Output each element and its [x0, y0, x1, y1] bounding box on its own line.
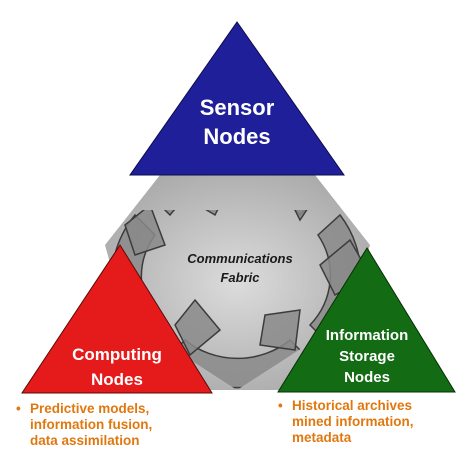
- storage-nodes-label-line2: Storage: [339, 348, 395, 365]
- arrow-head-top: [284, 210, 332, 222]
- arrow-head-left: [124, 210, 166, 256]
- communications-fabric-label-line1: Communications: [187, 251, 292, 266]
- sensor-nodes-label-line1: Sensor: [200, 95, 275, 120]
- bullet-icon: •: [278, 398, 283, 413]
- sensor-nodes-label-line2: Nodes: [203, 124, 270, 149]
- arrow-head-bottom: [259, 309, 301, 351]
- storage-detail-line: •Historical archives: [278, 398, 413, 413]
- information-storage-nodes-triangle: [277, 247, 456, 393]
- computing-nodes-triangle: [21, 244, 213, 394]
- computing-nodes-label-line1: Computing: [72, 345, 162, 364]
- storage-nodes-label-line1: Information: [326, 327, 409, 344]
- sensor-nodes-triangle: [129, 21, 345, 176]
- storage-detail-line: metadata: [292, 430, 352, 445]
- arrow-head-upper-left: [189, 210, 237, 217]
- computing-detail-line: information fusion,: [30, 417, 153, 432]
- computing-nodes-details: •Predictive models, information fusion, …: [16, 401, 152, 449]
- arrow-head-lower-left: [174, 298, 222, 357]
- storage-nodes-label-line3: Nodes: [344, 369, 390, 386]
- bullet-icon: •: [16, 401, 21, 416]
- storage-nodes-details: •Historical archives mined information, …: [278, 398, 414, 446]
- storage-detail-line: mined information,: [292, 414, 414, 429]
- computing-detail-line: data assimilation: [30, 433, 140, 448]
- computing-nodes-label-line2: Nodes: [91, 370, 143, 389]
- communications-fabric-label-line2: Fabric: [220, 270, 260, 285]
- computing-detail-line: •Predictive models,: [16, 401, 150, 416]
